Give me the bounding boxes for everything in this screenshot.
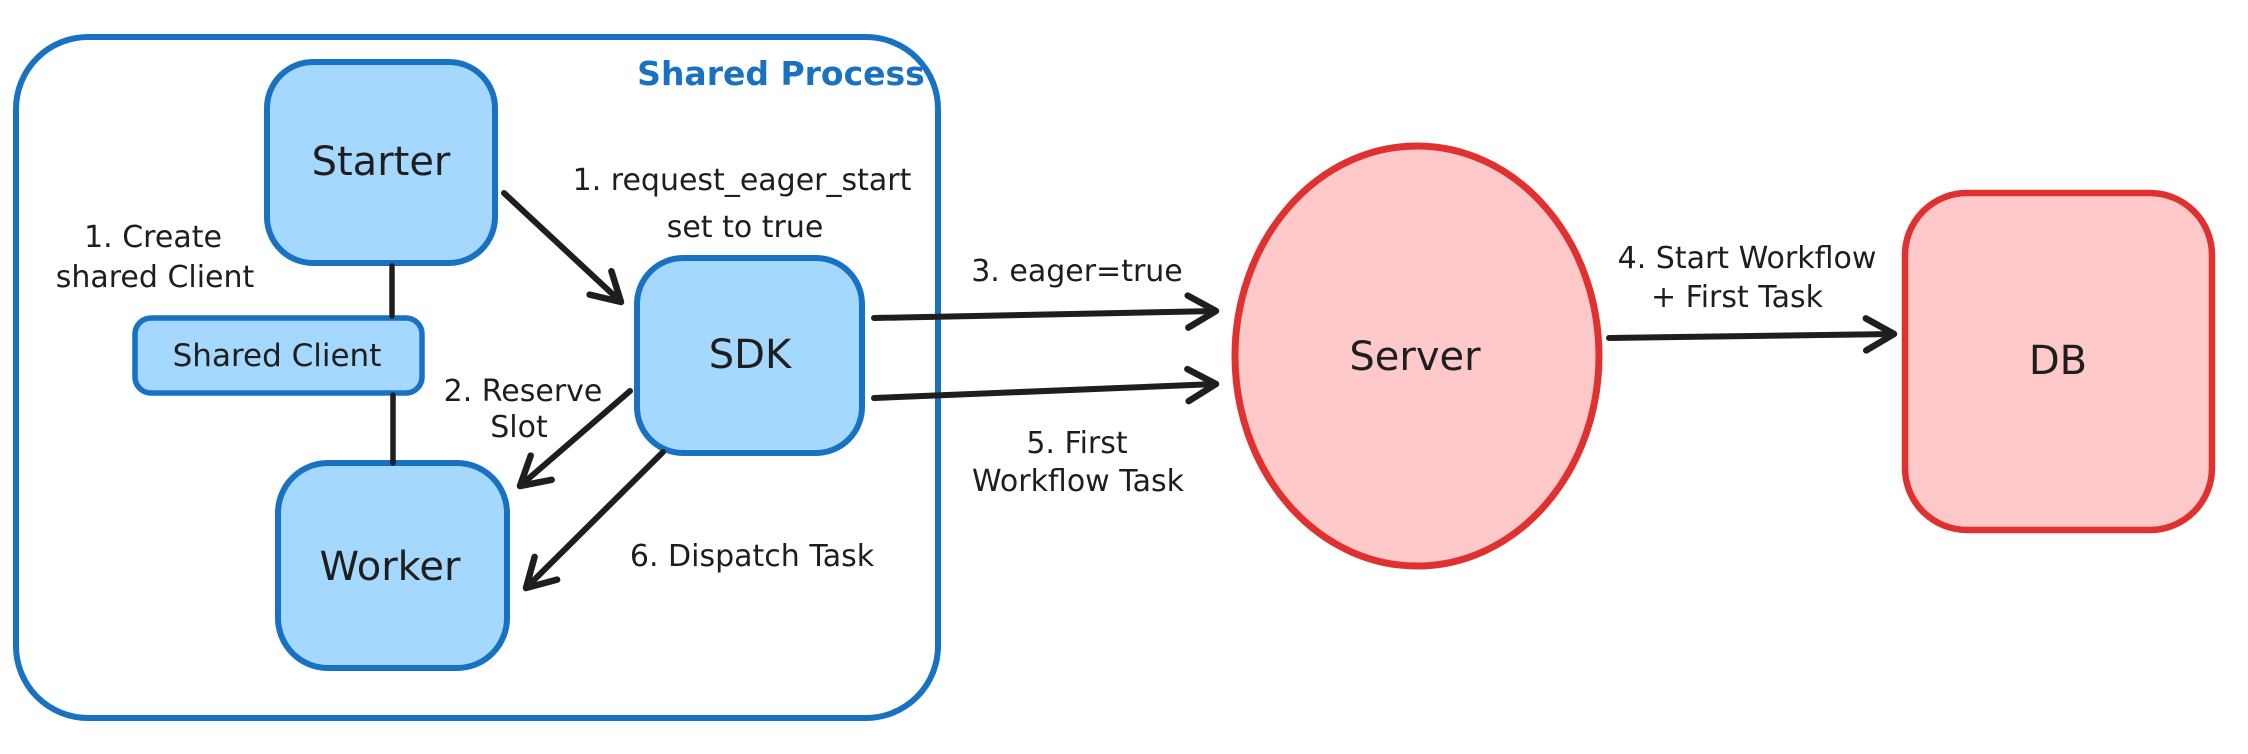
server-to-db-arrow [1606,315,1898,354]
sdk-to-worker-dispatch-arrow [522,449,666,592]
annotation-create-shared-client-line2: shared Client [56,260,255,295]
annotation-first-workflow-task-line2: Workflow Task [972,464,1185,499]
sdk-to-server-eager-arrow [871,292,1220,331]
db-label: DB [2029,338,2087,384]
starter-to-sdk-arrow [501,190,625,306]
starter-node [264,59,498,266]
annotation-eager-true: 3. eager=true [971,254,1183,289]
sdk-to-server-first-task-arrow [871,365,1220,405]
sdk-label: SDK [709,332,793,378]
db-node [1901,189,2216,534]
shared-process-label: Shared Process [637,54,925,93]
annotation-request-eager-start-line2: set to true [667,210,824,245]
annotation-reserve-slot-line2: Slot [490,410,548,445]
annotation-request-eager-start-line1: 1. request_eager_start [573,163,912,198]
blue-shapes [13,34,941,721]
shared-client-node [132,315,425,396]
server-node [1231,142,1603,570]
annotation-reserve-slot-line1: 2. Reserve [444,374,603,409]
annotation-start-workflow-line1: 4. Start Workflow [1618,241,1877,276]
annotation-create-shared-client-line1: 1. Create [84,220,222,255]
annotation-dispatch-task: 6. Dispatch Task [630,539,875,574]
annotation-start-workflow-line2: + First Task [1651,280,1824,315]
connectors [389,190,1898,592]
worker-label: Worker [320,544,461,590]
sdk-to-worker-reserve-arrow [516,388,633,490]
shared-client-label: Shared Client [173,338,382,374]
shared-process-container [13,34,941,721]
server-label: Server [1349,334,1481,380]
annotation-first-workflow-task-line1: 5. First [1026,426,1128,461]
starter-label: Starter [312,139,451,185]
red-shapes [1231,142,2216,570]
labels: Shared Process Starter Shared Client Wor… [56,54,2087,590]
sdk-node [634,255,865,456]
